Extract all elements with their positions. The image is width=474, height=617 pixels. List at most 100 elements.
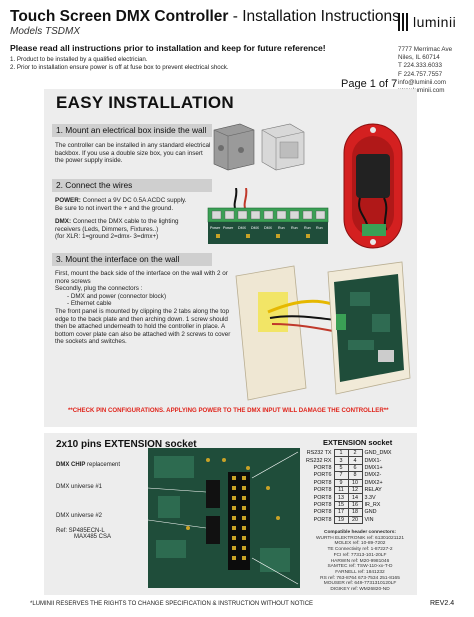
step-3-line: - Ethernet cable bbox=[67, 300, 112, 308]
terminal-label: DMX bbox=[238, 226, 247, 230]
pin-signal: RELAY bbox=[364, 487, 382, 494]
compat-line: RS ref: 763-8764 673-7534 251-8165 bbox=[320, 575, 400, 581]
compat-line: MOUSER ref: 649-7731310120LF bbox=[323, 581, 397, 587]
step-2-heading: 2. Connect the wires bbox=[52, 179, 212, 192]
compat-line: SAMTEC ref: TSW-110-xx-T-D bbox=[327, 564, 393, 570]
pin-function: PORT8 bbox=[313, 501, 332, 508]
terminal-label: Run bbox=[316, 226, 323, 230]
extension-socket-heading: EXTENSION socket bbox=[323, 438, 393, 447]
title-rest: - Installation Instructions bbox=[228, 8, 400, 25]
compat-line: FCI ref: 77313-101-20LF bbox=[333, 552, 387, 558]
pin-function: PORT8 bbox=[313, 464, 332, 471]
compat-line: TE Connectivity ref: 1-87227-2 bbox=[327, 547, 393, 553]
address-line: T 224.333.6033 bbox=[398, 62, 443, 70]
pin-number: 7 bbox=[333, 471, 349, 480]
pin-number: 8 bbox=[347, 471, 363, 480]
step-3-line: Secondly, plug the connectors : bbox=[55, 285, 143, 293]
address-line: info@luminii.com bbox=[398, 78, 447, 86]
terminal-label: Power bbox=[210, 226, 221, 230]
compat-title: Compatible header connectors: bbox=[324, 530, 396, 535]
dmx-universe-2-label: DMX universe #2 bbox=[56, 513, 103, 519]
dmx-line-3: (for XLR: 1=ground 2=dmx- 3=dmx+) bbox=[55, 233, 159, 241]
pin-function: PORT8 bbox=[313, 494, 332, 501]
document-title: Touch Screen DMX Controller - Installati… bbox=[10, 8, 400, 26]
dmx-line-2: receivers (Leds, Dimmers, Fixtures..) bbox=[55, 225, 159, 233]
pcb-extension-image bbox=[148, 448, 300, 588]
step-3-line: more screws bbox=[55, 277, 91, 285]
pin-number: 15 bbox=[333, 500, 349, 510]
step-2-power-text: POWER: Connect a 9V DC 0.5A ACDC supply.… bbox=[55, 197, 186, 212]
terminal-label: Run bbox=[291, 226, 298, 230]
pin-signal: VIN bbox=[364, 516, 374, 523]
pin-number: 16 bbox=[347, 500, 363, 510]
warning-line: Please read all instructions prior to in… bbox=[10, 43, 326, 53]
chip-ref-label: Ref: SP485ECN-L MAX485 CSA bbox=[56, 528, 111, 540]
dmx-chip-label: DMX CHIP replacement bbox=[56, 462, 121, 468]
terminal-label: Run bbox=[304, 226, 311, 230]
pin-number: 9 bbox=[333, 478, 349, 487]
step-1-line: The controller can be installed in any s… bbox=[55, 142, 211, 149]
pin-function: PORT6 bbox=[313, 472, 332, 479]
pin-number: 6 bbox=[347, 463, 363, 473]
section-title-easy-installation: EASY INSTALLATION bbox=[56, 93, 234, 112]
pin-function: PORT8 bbox=[313, 509, 332, 516]
red-backbox-image bbox=[343, 123, 403, 249]
pin-signal: DMX1+ bbox=[364, 464, 383, 471]
step-3-line: The front panel is mounted by clipping t… bbox=[55, 307, 229, 315]
wall-mount-image bbox=[235, 261, 411, 401]
pin-function: PORT8 bbox=[313, 479, 332, 486]
dmx-text: Connect the DMX cable to the lighting bbox=[71, 218, 179, 225]
double-box-icon bbox=[261, 123, 305, 171]
dmx-universe-1-label: DMX universe #1 bbox=[56, 484, 103, 490]
address-line: Niles, IL 60714 bbox=[398, 54, 440, 62]
terminal-label: DMX bbox=[251, 226, 260, 230]
pin-signal: GND_DMX bbox=[364, 450, 392, 457]
pin-number: 19 bbox=[333, 515, 349, 524]
step-3-text: First, mount the back side of the interf… bbox=[55, 270, 230, 346]
terminal-label: Run bbox=[278, 226, 285, 230]
compat-line: HARWIN ref: M20-9981046 bbox=[330, 558, 390, 564]
step-3-line: First, mount the back side of the interf… bbox=[55, 270, 228, 277]
brand-name: luminii bbox=[413, 14, 457, 30]
back-plate-icon bbox=[235, 265, 307, 401]
chip-ref-line: MAX485 CSA bbox=[74, 534, 112, 540]
pin-number: 14 bbox=[347, 493, 363, 502]
terminal-label: Power bbox=[223, 226, 234, 230]
step-3-line: the sockets and switches. bbox=[55, 338, 127, 346]
power-line-2: Be sure to not invert the + and the grou… bbox=[55, 204, 174, 212]
step-3-line: bottom cover plate can also be attached … bbox=[55, 330, 231, 338]
pin-number: 18 bbox=[347, 508, 363, 517]
step-1-line: backbox. If you use a double size box, y… bbox=[55, 149, 203, 157]
power-label: POWER: bbox=[55, 197, 81, 204]
pin-function: PORT8 bbox=[313, 487, 332, 494]
revision-label: REV2.4 bbox=[430, 600, 455, 607]
electrical-box-images bbox=[213, 123, 305, 171]
step-1-heading: 1. Mount an electrical box inside the wa… bbox=[52, 124, 212, 137]
pin-number: 10 bbox=[347, 478, 363, 487]
pin-signal: IR_RX bbox=[364, 501, 381, 508]
step-3-line: edge to the back plate and then arching … bbox=[55, 315, 228, 323]
luminii-logo-icon bbox=[398, 13, 408, 31]
terminal-block-icon bbox=[362, 224, 386, 236]
brand-logo: luminii bbox=[398, 13, 456, 31]
chip-ref-line: Ref: SP485ECN-L bbox=[56, 528, 105, 534]
pin-number: 20 bbox=[347, 515, 363, 524]
pin-number: 1 bbox=[333, 448, 349, 458]
compatible-connectors: Compatible header connectors: WURTH ELEK… bbox=[305, 530, 415, 593]
extension-title: 2x10 pins EXTENSION socket bbox=[56, 439, 197, 450]
pin-number: 2 bbox=[347, 448, 363, 458]
pin-number: 11 bbox=[333, 485, 349, 495]
model-line: Models TSDMX bbox=[10, 26, 81, 37]
pin-number: 4 bbox=[347, 456, 363, 465]
address-line: 7777 Merrimac Ave bbox=[398, 46, 453, 53]
pin-signal: 3.3V bbox=[364, 494, 376, 501]
step-2-dmx-text: DMX: Connect the DMX cable to the lighti… bbox=[55, 218, 179, 241]
dmx-chip-1-icon bbox=[206, 480, 220, 508]
